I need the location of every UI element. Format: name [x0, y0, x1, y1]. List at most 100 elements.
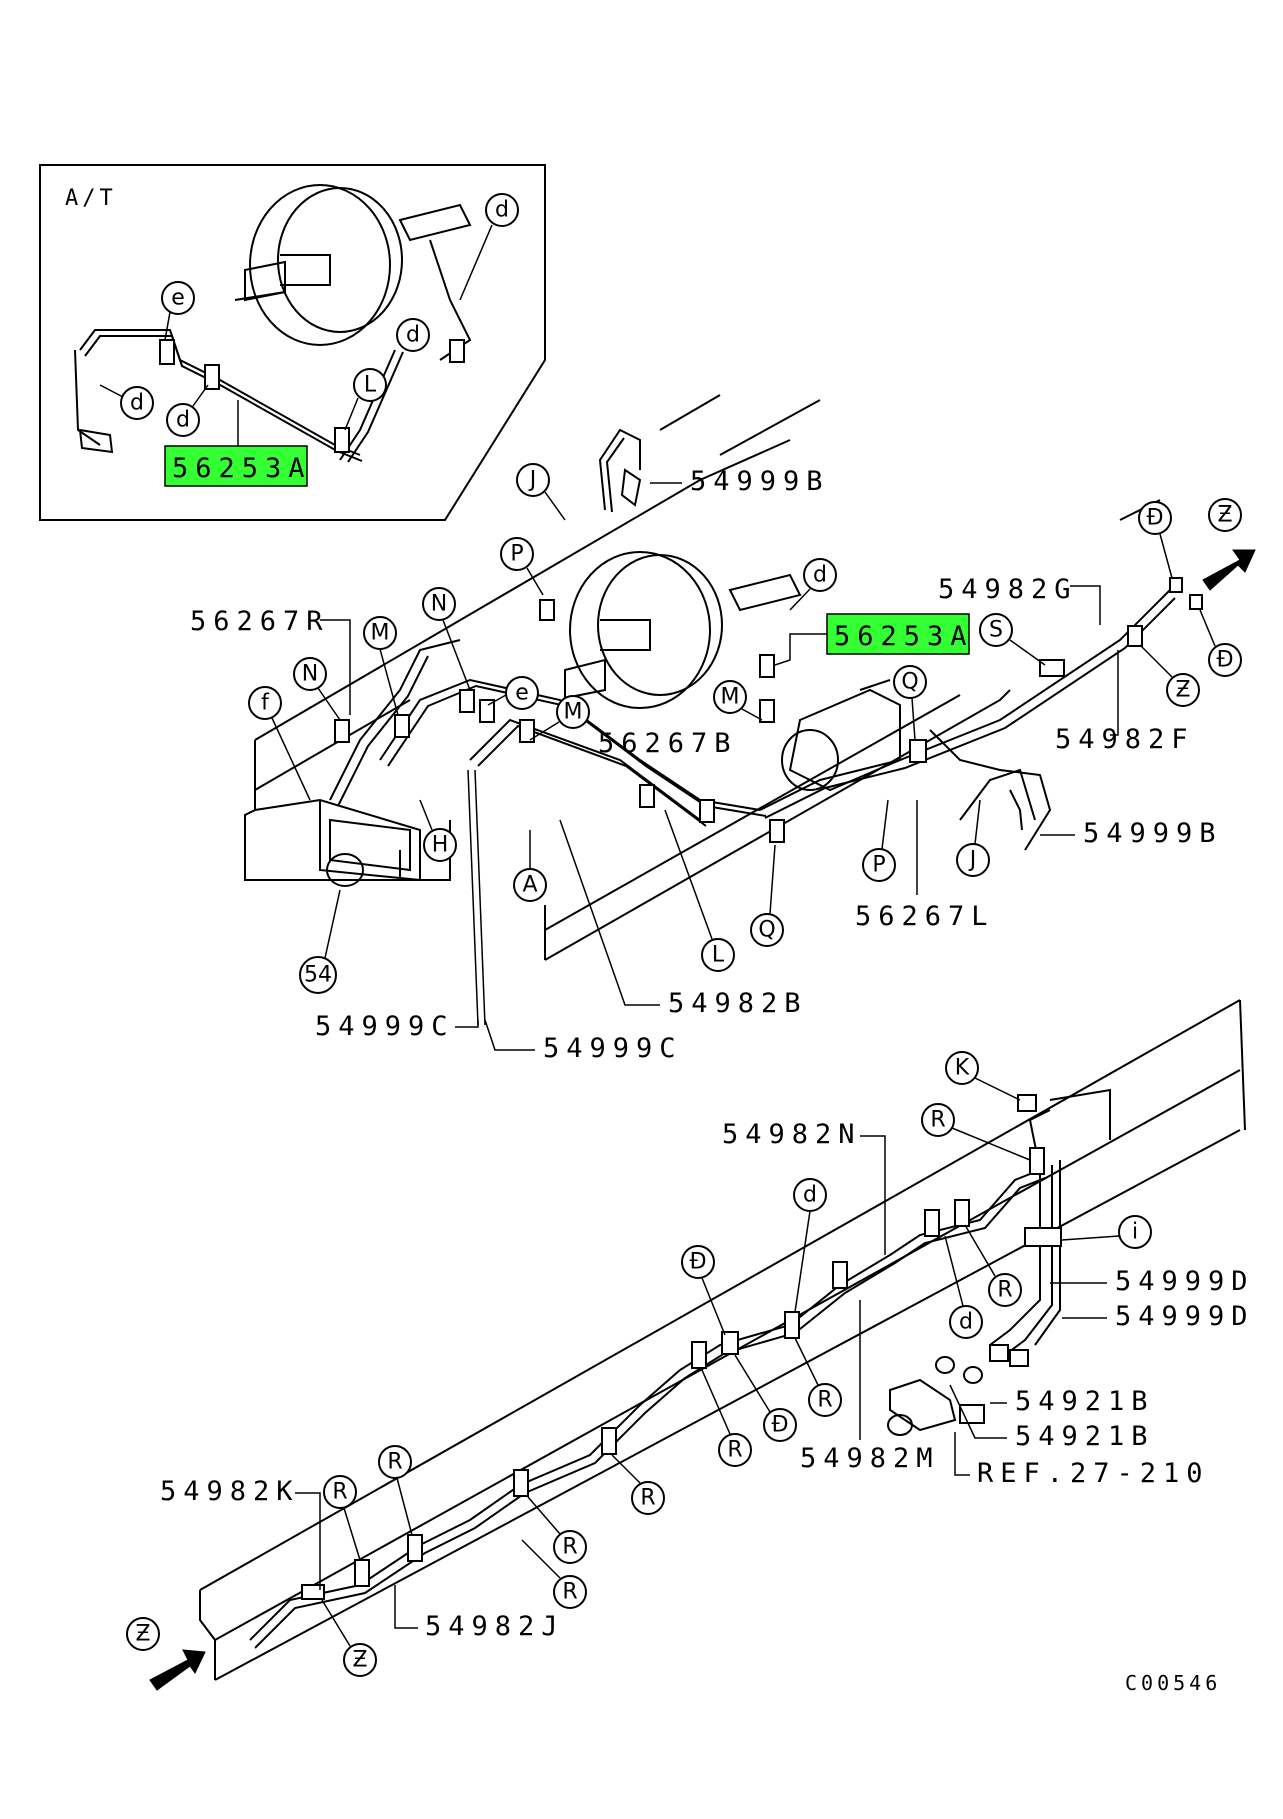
inset-title: A/T: [65, 186, 117, 211]
inset-callout-d-2: d: [396, 318, 430, 352]
inset-callout-L: L: [344, 368, 387, 431]
svg-text:d: d: [959, 1310, 973, 1335]
callout-Z-1: Ƶ: [1208, 498, 1242, 532]
part-56267R: 56267R: [190, 606, 351, 715]
svg-text:S: S: [989, 618, 1003, 643]
callout-d-top: d: [789, 558, 837, 611]
svg-text:N: N: [431, 592, 447, 617]
svg-text:M: M: [721, 685, 740, 710]
svg-text:M: M: [371, 621, 390, 646]
callout-P-top: P: [500, 537, 544, 596]
callout-R-2: R: [964, 1224, 1022, 1307]
figure-code: C00546: [1125, 1671, 1221, 1695]
callout-54: 54: [299, 889, 341, 994]
callout-R-top: R: [921, 1103, 1031, 1161]
svg-text:N: N: [302, 662, 318, 687]
svg-text:L: L: [364, 373, 377, 398]
svg-text:Đ: Đ: [1146, 506, 1163, 531]
callout-J-right: J: [956, 799, 990, 877]
part-54999D-1: 54999D: [1050, 1266, 1255, 1297]
callout-M-3: M: [713, 680, 763, 721]
svg-text:Đ: Đ: [771, 1413, 788, 1438]
callout-d-low-2: d: [944, 1235, 983, 1339]
callout-Dbar-1: Đ: [1138, 501, 1173, 579]
part-54999B-right: 54999B: [1040, 818, 1223, 849]
svg-text:54921B: 54921B: [1015, 1421, 1155, 1452]
inset-callout-d-3: d: [99, 384, 154, 420]
svg-text:Q: Q: [901, 670, 918, 695]
svg-text:i: i: [1132, 1220, 1138, 1245]
inset-panel: A/T e d: [39, 164, 546, 521]
callout-R-8: R: [521, 1539, 587, 1609]
svg-text:P: P: [872, 853, 885, 878]
svg-text:54999C: 54999C: [315, 1011, 455, 1042]
part-ref-27-210: REF.27-210: [954, 1432, 1203, 1489]
part-54999D-2: 54999D: [1062, 1301, 1248, 1332]
part-54999C-1: 54999C: [315, 1011, 479, 1042]
svg-text:56267R: 56267R: [190, 606, 330, 637]
callout-Q-top: Q: [893, 665, 927, 741]
part-56267B: 56267B: [598, 728, 738, 759]
svg-text:54982N: 54982N: [722, 1119, 862, 1150]
callout-i: i: [1061, 1215, 1152, 1249]
callout-e-main: e: [487, 676, 539, 710]
part-54999C-2: 54999C: [484, 1019, 683, 1064]
callout-Z-2: Ƶ: [1139, 644, 1200, 707]
callout-Dbar-2: Đ: [1199, 609, 1242, 677]
svg-text:54982G: 54982G: [938, 574, 1078, 605]
svg-text:54999D: 54999D: [1115, 1266, 1255, 1297]
inset-callout-d-4: d: [166, 384, 209, 437]
svg-text:54982K: 54982K: [160, 1476, 300, 1507]
svg-text:Đ: Đ: [689, 1250, 706, 1275]
part-54999B-top: 54999B: [650, 466, 830, 497]
callout-M-1: M: [363, 616, 399, 716]
part-56267L: 56267L: [855, 800, 995, 932]
svg-text:56267B: 56267B: [598, 728, 738, 759]
svg-text:54999B: 54999B: [690, 466, 830, 497]
svg-text:J: J: [968, 848, 977, 873]
svg-text:Q: Q: [758, 918, 775, 943]
part-54982G: 54982G: [938, 574, 1101, 625]
callout-H: H: [419, 799, 457, 862]
callout-A: A: [513, 830, 547, 902]
callout-f: f: [248, 686, 311, 801]
inset-callout-d-1: d: [459, 193, 519, 301]
svg-text:d: d: [813, 563, 827, 588]
callout-R-7: R: [527, 1496, 587, 1564]
part-54921B-2: 54921B: [949, 1384, 1155, 1452]
svg-text:R: R: [817, 1388, 832, 1413]
svg-text:d: d: [495, 198, 509, 223]
lower-rail-drawing: [149, 999, 1246, 1691]
svg-text:R: R: [727, 1438, 742, 1463]
svg-text:56267L: 56267L: [855, 901, 995, 932]
svg-text:P: P: [510, 542, 523, 567]
callout-N-2: N: [293, 657, 341, 721]
svg-text:54982F: 54982F: [1055, 724, 1195, 755]
callout-Q-low: Q: [750, 844, 784, 947]
svg-text:e: e: [171, 286, 185, 311]
svg-text:J: J: [528, 468, 537, 493]
svg-text:54999C: 54999C: [543, 1033, 683, 1064]
callout-Z-3: Ƶ: [321, 1599, 377, 1677]
svg-text:d: d: [176, 408, 190, 433]
callout-R-5: R: [611, 1454, 665, 1515]
inset-callout-e: e: [161, 281, 195, 341]
callout-Z-4: Ƶ: [126, 1617, 160, 1651]
svg-text:56253A: 56253A: [834, 621, 974, 652]
part-56253A-main: 56253A: [774, 613, 974, 666]
svg-text:R: R: [562, 1580, 577, 1605]
svg-text:R: R: [332, 1480, 347, 1505]
callout-R-9: R: [378, 1445, 413, 1536]
main-assembly-drawing: [244, 394, 1256, 1026]
svg-text:54921B: 54921B: [1015, 1386, 1155, 1417]
svg-text:H: H: [432, 833, 449, 858]
callout-R-4: R: [701, 1369, 752, 1467]
svg-text:R: R: [562, 1535, 577, 1560]
part-54982K: 54982K: [160, 1476, 321, 1590]
callout-N-1: N: [422, 587, 471, 691]
svg-text:54999B: 54999B: [1083, 818, 1223, 849]
callout-d-low-1: d: [793, 1178, 827, 1313]
svg-text:A: A: [522, 873, 537, 898]
svg-text:d: d: [130, 391, 144, 416]
